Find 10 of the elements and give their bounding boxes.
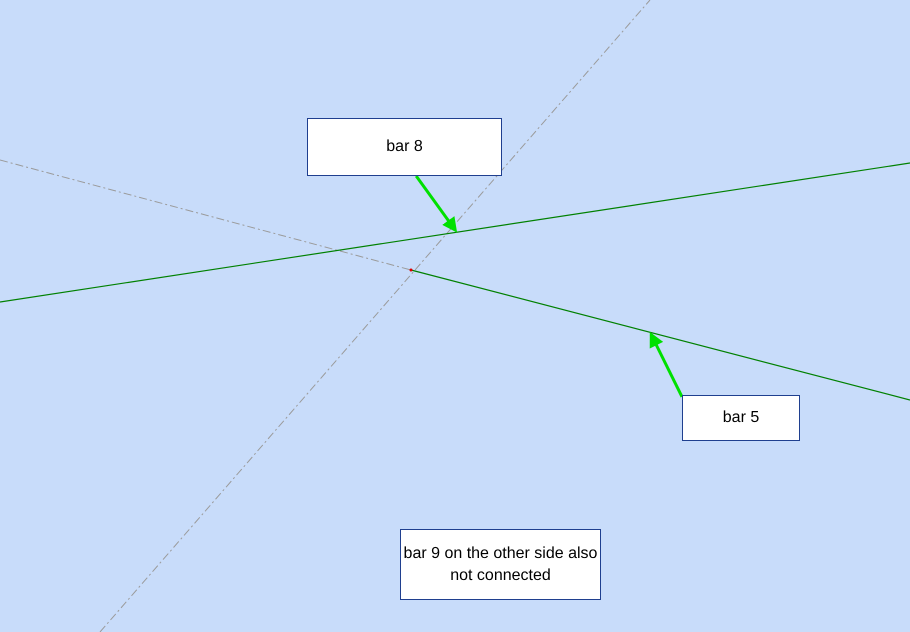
label-text: bar 8 — [386, 137, 423, 157]
bar-line — [410, 269, 910, 401]
label-box — [400, 529, 601, 600]
label-text: bar 5 — [722, 408, 760, 428]
label-text: bar 9 on the other side also not connected — [402, 544, 598, 586]
bar-line — [0, 162, 910, 303]
label-box — [307, 118, 502, 176]
leader-arrow — [414, 175, 458, 233]
leader-arrow — [650, 332, 684, 398]
label-box — [682, 395, 800, 441]
